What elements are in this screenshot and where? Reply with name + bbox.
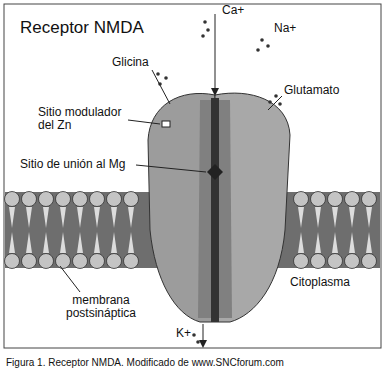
part-label: Na+: [274, 22, 296, 35]
figure-title: Receptor NMDA: [20, 18, 144, 37]
figure-caption: Figura 1. Receptor NMDA. Modificado de w…: [6, 357, 284, 369]
ions: [156, 14, 282, 344]
part-label: Glutamato: [284, 84, 339, 97]
receptor: [148, 93, 290, 322]
part-label: Ca+: [222, 4, 244, 17]
part-label: membrana postsináptica: [56, 294, 146, 320]
part-label: Citoplasma: [290, 276, 350, 289]
part-label: K+: [176, 327, 191, 340]
figure-frame: [4, 4, 381, 348]
part-label: Sitio de unión al Mg: [20, 158, 125, 171]
leader-lines: [60, 70, 282, 292]
part-label: Sitio modulador del Zn: [38, 106, 130, 132]
part-label: Glicina: [112, 56, 149, 69]
